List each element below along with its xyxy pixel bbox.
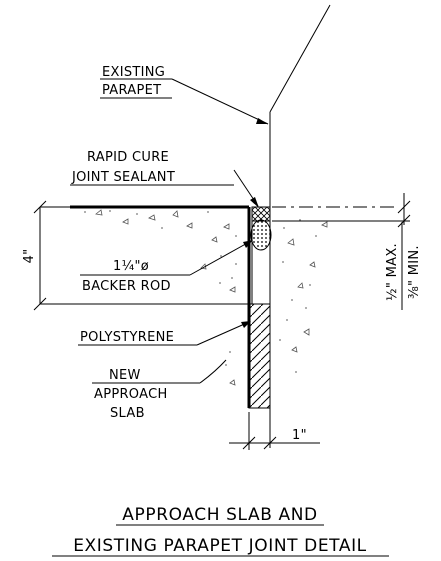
slab-concrete-texture — [84, 209, 237, 386]
new-slab-line3: SLAB — [110, 406, 145, 421]
title-line2: EXISTING PARAPET JOINT DETAIL — [73, 536, 367, 556]
new-approach-slab — [40, 205, 251, 305]
callout-polystyrene: POLYSTYRENE — [78, 321, 251, 346]
backer-rod-size: 1¼"ø — [113, 259, 149, 274]
title-line1: APPROACH SLAB AND — [122, 505, 317, 525]
dimension-sealant-depth: ½" MAX. ⅜" MIN. — [272, 193, 422, 310]
existing-parapet-line2: PARAPET — [102, 83, 161, 98]
detail-title: APPROACH SLAB AND EXISTING PARAPET JOINT… — [52, 505, 389, 557]
polystyrene-label: POLYSTYRENE — [80, 330, 174, 345]
slab-depth-label: 4" — [22, 249, 37, 264]
new-slab-line1: NEW — [109, 368, 141, 383]
joint-sealant — [251, 206, 271, 222]
dimension-slab-depth: 4" — [22, 200, 47, 311]
joint-width-label: 1" — [292, 428, 307, 443]
new-slab-line2: APPROACH — [94, 387, 168, 402]
sealant-line1: RAPID CURE — [87, 150, 169, 165]
polystyrene-filler — [247, 303, 271, 409]
parapet-concrete-texture — [279, 219, 328, 373]
callout-new-approach-slab: NEW APPROACH SLAB — [92, 359, 227, 421]
callout-backer-rod: 1¼"ø BACKER ROD — [80, 240, 253, 294]
existing-parapet — [269, 4, 331, 448]
backer-rod — [250, 219, 272, 251]
callout-existing-parapet: EXISTING PARAPET — [100, 65, 269, 125]
callout-joint-sealant: RAPID CURE JOINT SEALANT — [70, 150, 259, 208]
dimension-joint-width: 1" — [229, 412, 320, 450]
sealant-line2: JOINT SEALANT — [71, 170, 175, 185]
sealant-min-label: ⅜" MIN. — [407, 245, 422, 299]
existing-parapet-line1: EXISTING — [102, 65, 165, 80]
sealant-max-label: ½" MAX. — [385, 243, 400, 301]
backer-rod-label: BACKER ROD — [82, 279, 171, 294]
